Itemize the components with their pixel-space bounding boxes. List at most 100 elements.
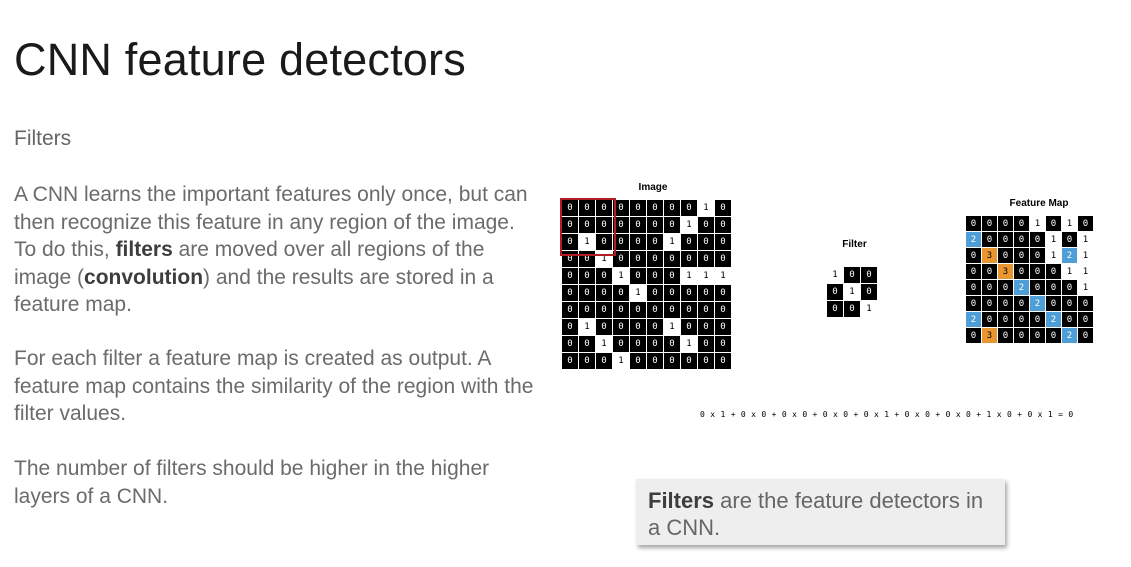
grid-cell: 0 [1045, 279, 1062, 296]
grid-cell: 0 [578, 267, 596, 285]
grid-cell: 0 [697, 352, 715, 370]
grid-cell: 0 [965, 247, 982, 264]
grid-cell: 1 [612, 352, 630, 370]
grid-cell: 0 [595, 284, 613, 302]
grid-cell: 0 [1045, 263, 1062, 280]
grid-cell: 0 [595, 267, 613, 285]
grid-cell: 0 [965, 327, 982, 344]
grid-cell: 0 [663, 352, 681, 370]
grid-cell: 0 [578, 199, 596, 217]
grid-cell: 1 [697, 267, 715, 285]
grid-cell: 0 [595, 318, 613, 336]
grid-cell: 0 [843, 300, 861, 318]
grid-cell: 0 [697, 284, 715, 302]
grid-cell: 0 [1013, 231, 1030, 248]
grid-cell: 0 [646, 199, 664, 217]
grid-cell: 1 [595, 335, 613, 353]
grid-cell: 1 [843, 283, 861, 301]
bold-term: Filters [648, 488, 715, 513]
grid-cell: 2 [965, 311, 982, 328]
grid-cell: 0 [697, 318, 715, 336]
grid-cell: 0 [629, 250, 647, 268]
paragraph-feature-map: For each filter a feature map is created… [14, 345, 534, 428]
grid-cell: 0 [1029, 263, 1046, 280]
grid-cell: 0 [646, 250, 664, 268]
grid-cell: 0 [1077, 327, 1094, 344]
grid-cell: 0 [714, 233, 732, 251]
grid-cell: 0 [646, 318, 664, 336]
grid-cell: 0 [663, 250, 681, 268]
grid-cell: 0 [663, 199, 681, 217]
grid-cell: 0 [1045, 327, 1062, 344]
grid-cell: 0 [997, 231, 1014, 248]
grid-cell: 0 [1061, 295, 1078, 312]
grid-cell: 0 [1077, 295, 1094, 312]
filter-label: Filter [842, 239, 867, 250]
grid-cell: 1 [1029, 215, 1046, 232]
grid-cell: 0 [826, 283, 844, 301]
grid-cell: 0 [646, 233, 664, 251]
grid-cell: 0 [680, 284, 698, 302]
grid-cell: 0 [663, 284, 681, 302]
grid-cell: 0 [561, 318, 579, 336]
grid-cell: 0 [595, 233, 613, 251]
grid-cell: 1 [826, 266, 844, 284]
grid-cell: 0 [997, 215, 1014, 232]
paragraph-convolution: A CNN learns the important features only… [14, 181, 534, 319]
grid-cell: 1 [680, 267, 698, 285]
grid-cell: 0 [1061, 279, 1078, 296]
grid-cell: 0 [680, 301, 698, 319]
grid-cell: 1 [680, 216, 698, 234]
grid-cell: 0 [680, 233, 698, 251]
grid-cell: 0 [612, 233, 630, 251]
grid-cell: 0 [1013, 295, 1030, 312]
grid-cell: 0 [714, 352, 732, 370]
grid-cell: 0 [1045, 295, 1062, 312]
grid-cell: 1 [680, 335, 698, 353]
grid-cell: 0 [981, 231, 998, 248]
grid-cell: 1 [578, 233, 596, 251]
grid-cell: 0 [1013, 263, 1030, 280]
grid-cell: 0 [612, 216, 630, 234]
grid-cell: 2 [1045, 311, 1062, 328]
grid-cell: 0 [561, 352, 579, 370]
convolution-equation: 0 x 1 + 0 x 0 + 0 x 0 + 0 x 0 + 0 x 1 + … [700, 410, 1074, 419]
grid-cell: 0 [697, 301, 715, 319]
grid-cell: 0 [1013, 247, 1030, 264]
grid-cell: 0 [612, 284, 630, 302]
grid-cell: 0 [697, 233, 715, 251]
grid-cell: 1 [1077, 263, 1094, 280]
grid-cell: 1 [595, 250, 613, 268]
grid-cell: 0 [646, 284, 664, 302]
grid-cell: 0 [595, 301, 613, 319]
grid-cell: 0 [1013, 215, 1030, 232]
grid-cell: 1 [1061, 263, 1078, 280]
grid-cell: 0 [629, 301, 647, 319]
grid-cell: 0 [561, 335, 579, 353]
grid-cell: 0 [997, 327, 1014, 344]
grid-cell: 1 [1045, 231, 1062, 248]
callout-box: Filters are the feature detectors in a C… [636, 479, 1005, 545]
grid-cell: 1 [1045, 247, 1062, 264]
grid-cell: 0 [561, 301, 579, 319]
grid-cell: 0 [1013, 327, 1030, 344]
grid-cell: 0 [1077, 311, 1094, 328]
grid-cell: 0 [629, 352, 647, 370]
grid-cell: 0 [595, 352, 613, 370]
image-label: Image [638, 182, 668, 193]
grid-cell: 0 [714, 250, 732, 268]
grid-cell: 0 [997, 247, 1014, 264]
grid-cell: 0 [646, 216, 664, 234]
grid-cell: 0 [680, 199, 698, 217]
grid-cell: 0 [612, 318, 630, 336]
slide-subtitle: Filters [14, 127, 72, 150]
grid-cell: 3 [981, 247, 998, 264]
